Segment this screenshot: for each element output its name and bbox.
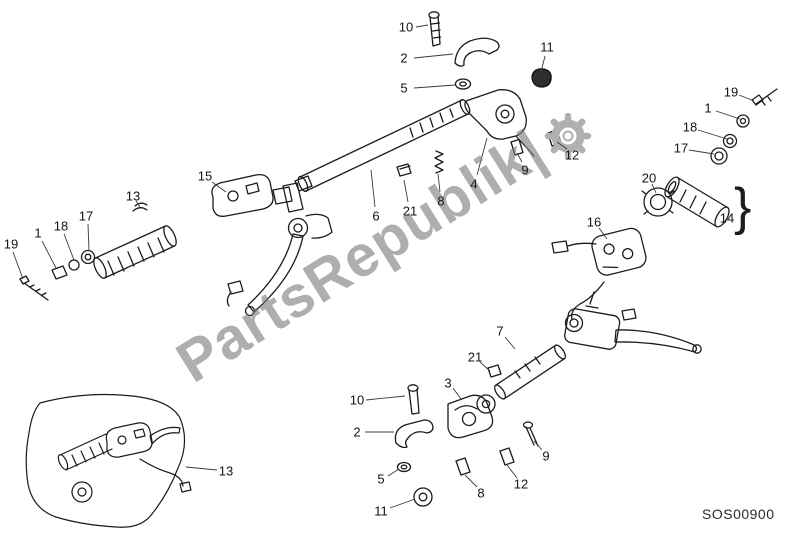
clip-21-upper [396, 163, 412, 177]
upper-clamp-nut [454, 78, 472, 90]
part-callout-10: 10 [398, 19, 414, 35]
lower-clamp-3 [447, 394, 494, 439]
watermark-gear-icon [544, 112, 592, 160]
lower-bolt-9 [522, 421, 539, 447]
lower-pin-12 [499, 447, 515, 466]
part-callout-17: 17 [673, 140, 689, 156]
part-callout-5: 5 [400, 80, 408, 96]
pin-9-upper [510, 138, 524, 156]
part-callout-8: 8 [437, 193, 445, 209]
end-cap-11 [531, 68, 552, 88]
part-callout-12: 12 [564, 147, 580, 163]
part-callout-1: 1 [34, 225, 42, 241]
part-callout-5: 5 [377, 471, 385, 487]
part-callout-19: 19 [3, 236, 19, 252]
part-callout-9: 9 [542, 448, 550, 464]
lower-nut-5 [396, 461, 412, 473]
part-callout-15: 15 [197, 168, 213, 184]
part-callout-1: 1 [704, 100, 712, 116]
part-callout-16: 16 [586, 214, 602, 230]
part-callout-14: 14 [719, 210, 735, 226]
part-callout-6: 6 [372, 208, 380, 224]
part-callout-17: 17 [78, 208, 94, 224]
lower-clip-21 [487, 364, 502, 378]
part-callout-10: 10 [349, 392, 365, 408]
part-callout-2: 2 [353, 424, 361, 440]
spring-8-upper [434, 150, 444, 174]
part-callout-4: 4 [470, 176, 478, 192]
diagram-code: SOS00900 [702, 506, 775, 522]
handlebar-tube-lower [493, 344, 567, 400]
lower-pin-8 [455, 457, 471, 476]
part-callout-13: 13 [218, 463, 234, 479]
left-grip [93, 225, 177, 279]
part-callout-20: 20 [641, 170, 657, 186]
spring-clip-13 [132, 202, 148, 212]
part-callout-7: 7 [496, 323, 504, 339]
front-brake-assembly [564, 291, 702, 354]
part-callout-12: 12 [513, 476, 529, 492]
upper-clamp-half [454, 37, 500, 67]
part-callout-21: 21 [402, 203, 418, 219]
lower-clamp-half-2 [394, 419, 434, 449]
grouping-brace: } [734, 178, 752, 236]
part-callout-2: 2 [400, 50, 408, 66]
part-callout-19: 19 [723, 84, 739, 100]
part-callout-13: 13 [125, 188, 141, 204]
part-callout-21: 21 [467, 349, 483, 365]
right-grip [664, 176, 730, 228]
part-callout-11: 11 [540, 39, 554, 55]
right-barend-parts [710, 114, 750, 165]
left-barend-parts [19, 249, 96, 301]
ring-nut-20 [641, 187, 675, 217]
part-callout-18: 18 [682, 119, 698, 135]
part-callout-11: 11 [374, 503, 388, 519]
lower-disc-11 [413, 487, 433, 507]
lower-clamp-bolt-10 [407, 384, 420, 415]
part-callout-18: 18 [53, 218, 69, 234]
left-switchgear-inset [25, 393, 192, 528]
part-callout-9: 9 [521, 162, 529, 178]
clutch-lever-assembly [226, 182, 333, 317]
right-barend-screw [751, 88, 778, 106]
part-callout-3: 3 [444, 375, 452, 391]
part-callout-8: 8 [477, 485, 485, 501]
upper-clamp-bolt [428, 11, 442, 47]
